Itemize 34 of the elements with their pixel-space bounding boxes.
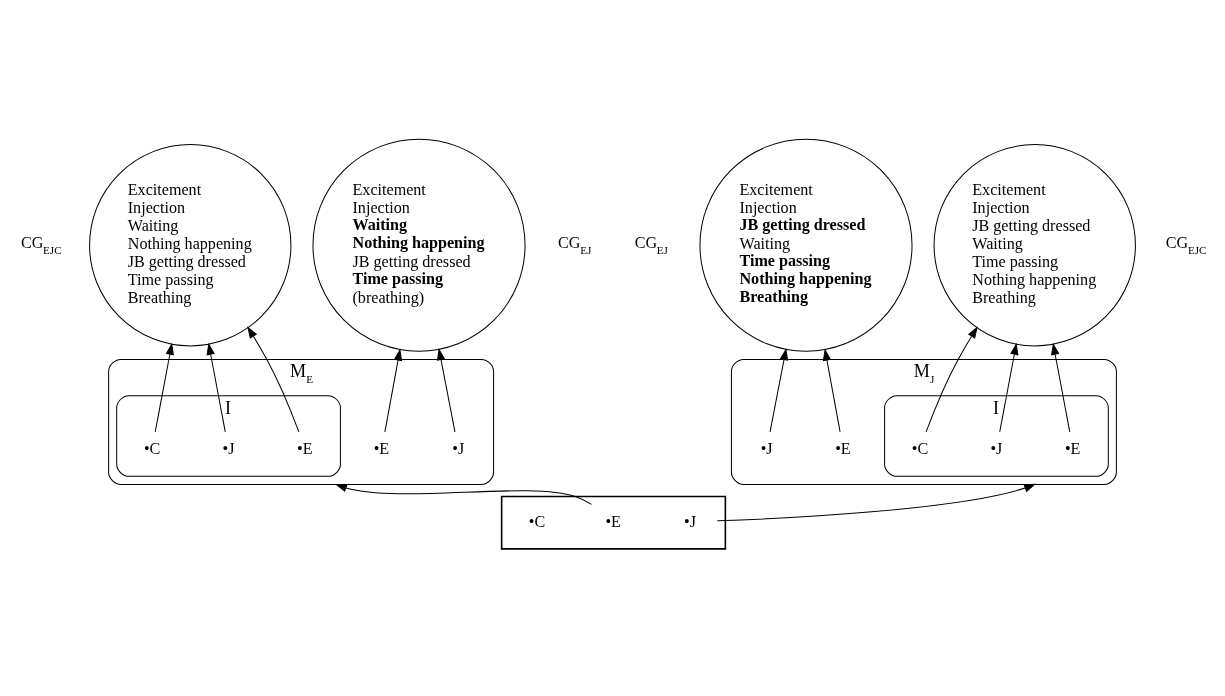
- arrow: [154, 342, 174, 433]
- cluster: [500, 495, 727, 550]
- node-text: •E: [835, 439, 851, 457]
- node-text: •E: [373, 439, 390, 457]
- node-text: •C: [528, 512, 546, 530]
- arrow: [925, 326, 978, 433]
- arrow: [206, 342, 226, 433]
- arrow: [384, 348, 403, 433]
- node-text: •J: [684, 512, 696, 530]
- arrow: [999, 342, 1019, 433]
- node-label: CG$_{EJC}$: [1165, 234, 1207, 257]
- node-circle: Excitement Injection JB getting dressed Waiting Time passing Nothing happening Breathing: [699, 138, 913, 352]
- arrow: [436, 348, 456, 433]
- arrow: [1051, 342, 1071, 433]
- arrow: [822, 348, 841, 433]
- node-text: •C: [911, 439, 929, 457]
- node-text: •E: [297, 439, 313, 457]
- node-label: CG$_{EJ}$: [558, 234, 592, 257]
- node-label: CG$_{EJ}$: [634, 234, 668, 257]
- node-text: •C: [143, 439, 161, 457]
- arrow: [769, 348, 789, 433]
- arrow: [716, 483, 1037, 522]
- node-text: •J: [222, 439, 235, 457]
- node-circle: Excitement Injection Waiting Nothing happening JB getting dressed Time passing Breathing: [89, 144, 292, 347]
- node-text: •E: [1064, 439, 1081, 457]
- arrow: [334, 483, 592, 505]
- node-label: CG$_{EJC}$: [20, 234, 62, 257]
- node-circle: Excitement Injection Waiting Nothing happening JB getting dressed Time passing (breathing): [312, 138, 526, 352]
- node-text: •J: [990, 439, 1003, 457]
- node-text: •E: [605, 512, 621, 530]
- node-text: •J: [760, 439, 773, 457]
- arrow: [247, 326, 300, 433]
- node-text: •J: [452, 439, 465, 457]
- node-circle: Excitement Injection JB getting dressed Waiting Time passing Nothing happening Breathing: [933, 144, 1136, 347]
